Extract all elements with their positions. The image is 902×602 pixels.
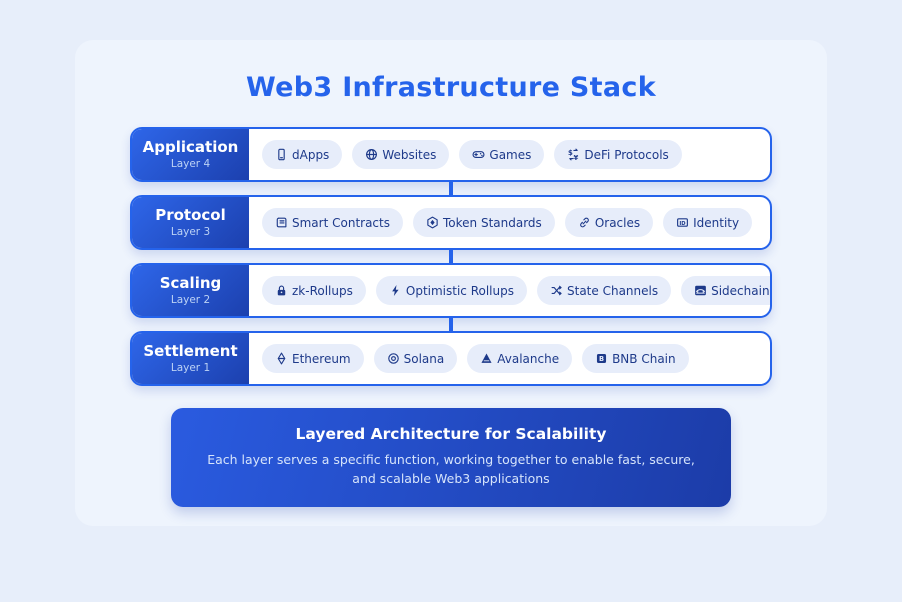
bnb-icon: B: [595, 352, 608, 365]
svg-text:ID: ID: [680, 221, 687, 227]
gamepad-icon: [472, 148, 485, 161]
chip-smart-contracts: Smart Contracts: [262, 208, 403, 237]
solana-icon: [387, 352, 400, 365]
chip-optimistic-rollups: Optimistic Rollups: [375, 276, 527, 305]
chip-label: Sidechains: [711, 283, 772, 298]
layer-name: Scaling: [159, 273, 222, 292]
chip-list: zk-Rollups Optimistic Rollups State Channe…: [249, 265, 772, 316]
chip-dapps: dApps: [262, 140, 343, 169]
chip-label: Solana: [403, 351, 445, 366]
connector-line: [449, 250, 453, 263]
chip-list: Ethereum Solana Avalanche B BNB Chain: [249, 333, 770, 384]
chip-bnb-chain: B BNB Chain: [582, 344, 689, 373]
banner-description: Each layer serves a specific function, w…: [207, 452, 695, 486]
chip-label: zk-Rollups: [292, 283, 353, 298]
chip-label: dApps: [292, 147, 330, 162]
globe-icon: [365, 148, 378, 161]
layer-number: Layer 3: [170, 226, 211, 239]
chip-label: Games: [489, 147, 532, 162]
svg-text:B: B: [599, 355, 604, 363]
layer-number: Layer 1: [170, 362, 211, 375]
chip-label: Websites: [382, 147, 437, 162]
layer-number: Layer 4: [170, 158, 211, 171]
chip-solana: Solana: [373, 344, 458, 373]
lightning-icon: [389, 284, 402, 297]
connector-line: [449, 318, 453, 331]
scroll-icon: [275, 216, 288, 229]
chip-label: Optimistic Rollups: [405, 283, 514, 298]
ethereum-icon: [275, 352, 288, 365]
chip-label: BNB Chain: [612, 351, 676, 366]
chip-ethereum: Ethereum: [262, 344, 364, 373]
chip-sidechains: Sidechains: [681, 276, 772, 305]
chip-label: Avalanche: [497, 351, 560, 366]
svg-text:¥: ¥: [574, 154, 579, 161]
token-icon: [426, 216, 439, 229]
chip-label: Token Standards: [443, 215, 542, 230]
svg-text:$: $: [568, 149, 573, 157]
chip-websites: Websites: [352, 140, 450, 169]
layer-name: Application: [142, 137, 239, 156]
chip-label: DeFi Protocols: [584, 147, 669, 162]
chip-label: Oracles: [594, 215, 641, 230]
connector-line: [449, 182, 453, 195]
banner-title: Layered Architecture for Scalability: [295, 425, 607, 443]
currency-exchange-icon: $¥: [567, 148, 580, 161]
chip-label: Ethereum: [292, 351, 351, 366]
link-icon: [578, 216, 591, 229]
lock-icon: [275, 284, 288, 297]
avalanche-icon: [480, 352, 493, 365]
layer-name: Protocol: [155, 205, 226, 224]
page-title: Web3 Infrastructure Stack: [246, 72, 656, 103]
chip-label: Identity: [693, 215, 740, 230]
chip-avalanche: Avalanche: [467, 344, 573, 373]
summary-banner: Layered Architecture for Scalability Eac…: [171, 408, 731, 507]
shuffle-icon: [550, 284, 563, 297]
chip-list: dApps Websites Games $¥ DeFi Protocols: [249, 129, 770, 180]
chip-identity: ID Identity: [663, 208, 753, 237]
chip-label: State Channels: [567, 283, 659, 298]
chip-zk-rollups: zk-Rollups: [262, 276, 366, 305]
chip-oracles: Oracles: [564, 208, 654, 237]
chip-defi-protocols: $¥ DeFi Protocols: [554, 140, 682, 169]
bridge-icon: [694, 284, 707, 297]
layer-number: Layer 2: [170, 294, 211, 307]
chip-token-standards: Token Standards: [413, 208, 555, 237]
id-card-icon: ID: [676, 216, 689, 229]
layer-name: Settlement: [143, 341, 238, 360]
chip-games: Games: [459, 140, 545, 169]
chip-label: Smart Contracts: [292, 215, 390, 230]
chip-state-channels: State Channels: [537, 276, 672, 305]
smartphone-icon: [275, 148, 288, 161]
